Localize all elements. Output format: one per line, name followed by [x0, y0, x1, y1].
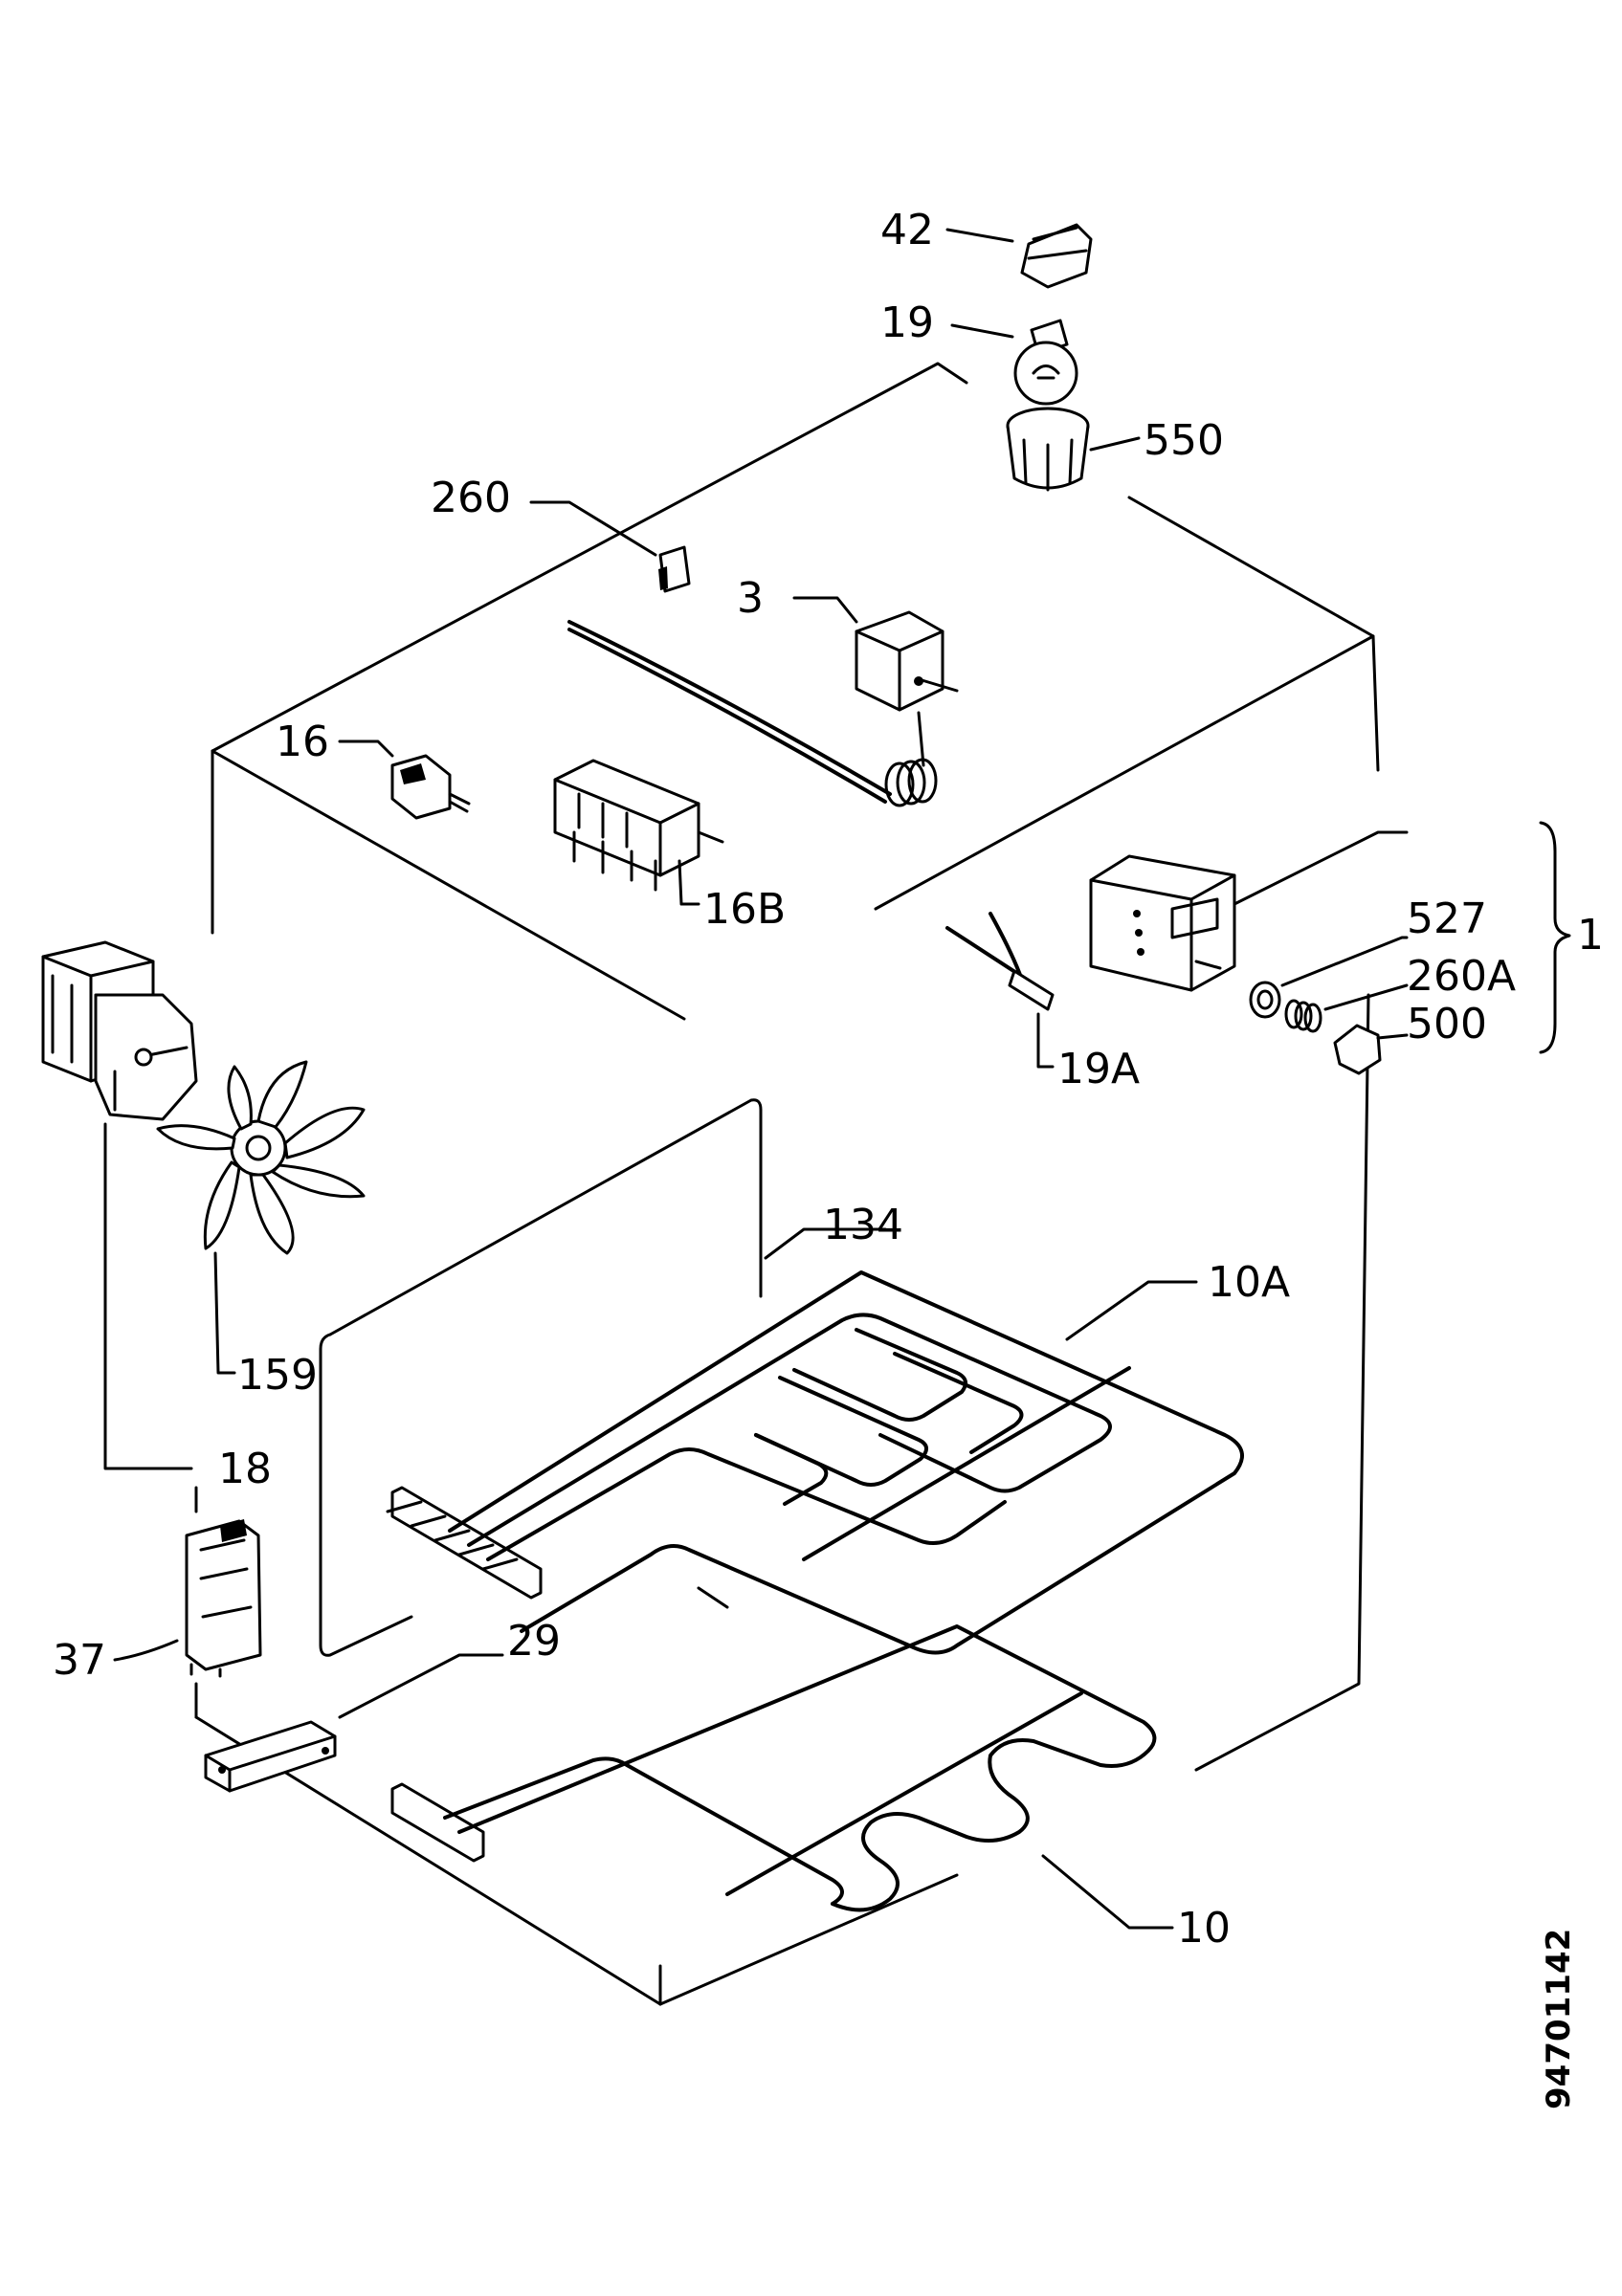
leader-18 [103, 1122, 193, 1470]
fan-motor-part-18 [41, 940, 198, 1121]
label-159: 159 [237, 1351, 318, 1400]
knob-ring-part-527 [1249, 936, 1409, 1019]
bottom-element-part-10 [390, 1624, 1174, 1930]
label-500: 500 [1407, 1000, 1487, 1049]
bracket-group-1 [1539, 821, 1571, 1054]
label-19: 19 [880, 298, 934, 347]
label-29: 29 [507, 1617, 561, 1666]
grill-element-part-10A [386, 1270, 1244, 1655]
label-10A: 10A [1208, 1258, 1290, 1307]
label-10: 10 [1177, 1904, 1231, 1953]
switch-part-16 [338, 740, 471, 820]
document-id: 94701142 [1540, 1929, 1578, 2109]
label-527: 527 [1407, 894, 1487, 943]
knob-part-500 [1333, 1024, 1409, 1075]
label-16: 16 [276, 718, 329, 766]
bracket-part-29 [204, 1653, 504, 1793]
label-19A: 19A [1057, 1045, 1140, 1093]
thermostat-part-3 [567, 596, 959, 807]
label-18: 18 [218, 1445, 272, 1493]
timer-part-1 [1089, 830, 1409, 992]
door-switch-part-37 [113, 1519, 262, 1678]
lamp-holder-part-550 [1006, 407, 1141, 492]
label-1: 1 [1577, 911, 1604, 960]
label-16B: 16B [703, 885, 786, 934]
back-panel-part-134 [319, 1098, 887, 1657]
spring-part-260A [1284, 983, 1409, 1033]
label-134: 134 [823, 1201, 903, 1249]
label-550: 550 [1144, 416, 1224, 465]
oven-lamp-part-19 [950, 319, 1078, 406]
fan-blade-part-159 [156, 1060, 366, 1375]
label-42: 42 [880, 206, 934, 254]
lamp-cover-part-42 [945, 223, 1093, 289]
label-260: 260 [431, 474, 511, 522]
oven-cavity-outline [194, 362, 1380, 2006]
label-37: 37 [53, 1636, 106, 1685]
clip-part-260 [529, 500, 691, 593]
wire-part-19A [945, 912, 1055, 1069]
label-260A: 260A [1407, 952, 1516, 1001]
label-3: 3 [737, 574, 764, 623]
selector-switch-part-16B [553, 759, 724, 906]
